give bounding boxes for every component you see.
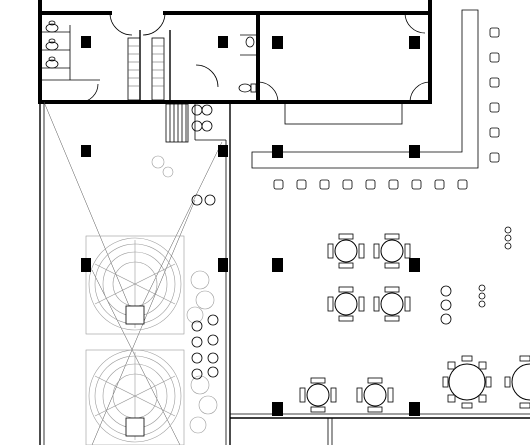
round-table-icon xyxy=(373,286,411,322)
column-icon xyxy=(272,145,283,158)
door-swing-icon xyxy=(409,81,431,103)
round-table-icon xyxy=(327,286,365,322)
bar-stools xyxy=(273,27,500,190)
round-table-icon xyxy=(504,355,530,409)
bar-stool-icon xyxy=(319,179,330,190)
column-icon xyxy=(81,145,91,157)
shrub-fixtures xyxy=(151,155,218,434)
column-icon xyxy=(272,402,283,416)
bar-stool-icon xyxy=(489,127,500,138)
toilet-icon xyxy=(45,56,59,69)
column-icon xyxy=(409,258,420,272)
round-table-icon xyxy=(373,233,411,269)
column-icon xyxy=(81,258,91,272)
toilet-icon xyxy=(238,83,257,93)
round-table-icon xyxy=(356,377,394,413)
bar-stool-icon xyxy=(273,179,284,190)
tree-planter-icon xyxy=(85,235,185,335)
column-icon xyxy=(409,36,420,49)
door-swing-icon xyxy=(142,12,166,36)
bar-stool-icon xyxy=(457,179,468,190)
column-icon xyxy=(409,145,420,158)
bar-stool-icon xyxy=(342,179,353,190)
hanging-planter-icon xyxy=(191,104,512,380)
bar-stool-icon xyxy=(365,179,376,190)
column-icon xyxy=(218,258,228,272)
tree-planter-icon xyxy=(85,349,185,445)
bar-stool-icon xyxy=(489,152,500,163)
restroom-left xyxy=(40,20,100,81)
door-swing-icon xyxy=(257,81,279,103)
toilet-icon xyxy=(45,38,59,51)
column-icon xyxy=(272,36,283,49)
round-table-icon xyxy=(299,377,337,413)
door-swing-icon xyxy=(404,12,426,34)
door-swing-icon xyxy=(109,12,133,36)
columns xyxy=(81,36,420,416)
bar-counter xyxy=(251,9,479,169)
toilet-icon xyxy=(45,20,59,33)
sight-lines xyxy=(43,101,223,445)
bar-stool-icon xyxy=(489,77,500,88)
column-icon xyxy=(218,145,228,157)
exterior-walls xyxy=(38,0,432,104)
bar-stool-icon xyxy=(489,52,500,63)
stair-shaft xyxy=(127,37,165,101)
service-counter xyxy=(284,101,403,125)
door-swing-icon xyxy=(79,83,99,103)
terrace-outline xyxy=(39,102,530,445)
bar-stool-icon xyxy=(489,27,500,38)
bar-stool-icon xyxy=(388,179,399,190)
column-icon xyxy=(409,402,420,416)
sink-icon xyxy=(245,36,255,48)
column-icon xyxy=(272,258,283,272)
column-icon xyxy=(218,36,228,48)
round-table-icon xyxy=(442,355,492,409)
door-swing-icon xyxy=(195,64,219,88)
stair-icon xyxy=(165,103,189,143)
bar-stool-icon xyxy=(296,179,307,190)
bar-stool-icon xyxy=(411,179,422,190)
door-swings xyxy=(79,12,431,103)
bar-stool-icon xyxy=(489,102,500,113)
column-icon xyxy=(81,36,91,48)
round-table-icon xyxy=(327,233,365,269)
bar-stool-icon xyxy=(434,179,445,190)
stair-icon xyxy=(128,45,164,87)
restroom-right xyxy=(238,34,258,93)
